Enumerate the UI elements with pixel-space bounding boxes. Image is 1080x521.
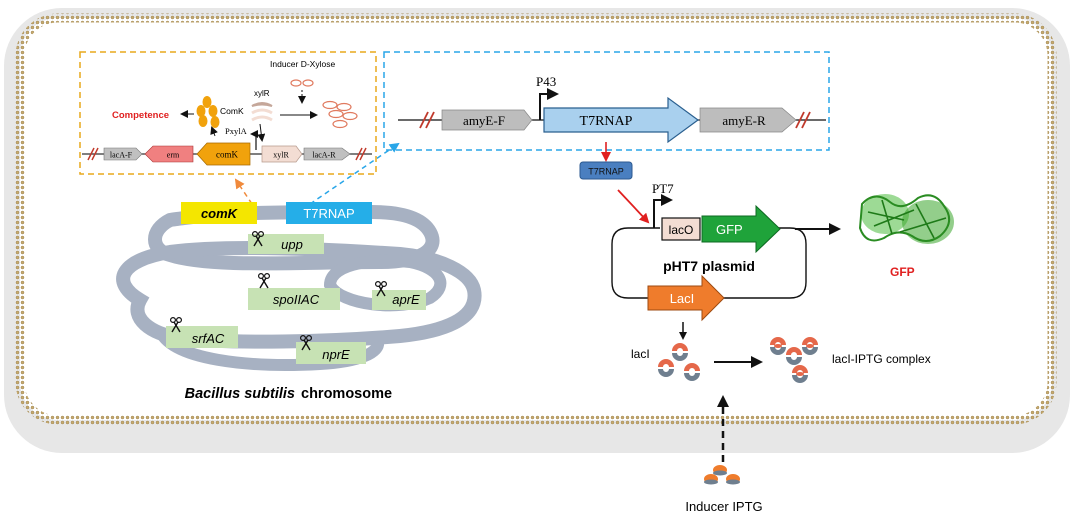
xylose-molecules (290, 79, 358, 129)
gfp-gene-label: GFP (716, 222, 743, 237)
laca-f-gene (103, 147, 143, 161)
xylr-gene-label: xylR (273, 151, 289, 160)
laca-r-gene (303, 147, 351, 161)
inset-comk-cassette: lacA-F erm comK xylR lacA-R PxylA ComK C… (79, 51, 377, 175)
laca-f-label: lacA-F (110, 151, 133, 160)
iptg-molecules (704, 465, 740, 485)
comk-gene (196, 142, 251, 166)
laci-protein-label: lacI (631, 347, 650, 361)
locus-npre-box (296, 342, 366, 364)
locus-npre-label: nprE (322, 347, 350, 362)
laci-gene (647, 274, 725, 322)
t7rnap-gene (543, 96, 700, 144)
t7rnap-binds-pt7-arrow (617, 189, 650, 224)
comk-protein-label: ComK (220, 106, 244, 116)
gfp-gene (701, 204, 781, 254)
chromosome-caption-rest: chromosome (301, 386, 392, 402)
p43-label: P43 (536, 74, 556, 89)
locus-upp-label: upp (281, 237, 303, 252)
amye-r-gene (699, 107, 797, 133)
laci-gene-label: LacI (670, 291, 695, 306)
pt7-label: PT7 (652, 181, 674, 196)
locus-srfac-box (166, 326, 238, 348)
locus-apre-label: aprE (392, 292, 420, 307)
t7rnap-gene-label: T7RNAP (580, 114, 633, 129)
plasmid-name-label: pHT7 plasmid (663, 258, 755, 274)
pt7-promoter-arrow (653, 194, 673, 228)
pht7-plasmid: PT7 lacO GFP pHT7 plasmid LacI (611, 181, 807, 322)
locus-spoiiac-box (248, 288, 340, 310)
locus-upp-box (248, 234, 324, 254)
laco-box (661, 217, 701, 241)
pxyla-label: PxylA (225, 126, 248, 136)
comk-to-inset-connector (234, 178, 253, 205)
pxyla-promoter-arrow (250, 130, 258, 150)
erm-gene (144, 145, 194, 163)
chromosome-comk-segment (181, 202, 257, 224)
chromosome-t7rnap-label: T7RNAP (303, 206, 354, 221)
laca-r-label: lacA-R (312, 151, 336, 160)
inducer-iptg-label: Inducer IPTG (685, 499, 762, 514)
locus-spoiiac-label: spoIIAC (273, 292, 320, 307)
laco-label: lacO (669, 223, 694, 237)
xylr-gene (261, 145, 303, 163)
erm-label: erm (167, 151, 180, 160)
t7rnap-protein-box (579, 161, 633, 180)
amye-r-label: amyE-R (722, 113, 766, 128)
inset-t7rnap-cassette: amyE-F T7RNAP amyE-R P43 (383, 51, 830, 151)
gfp-product-label: GFP (890, 265, 915, 279)
t7rnap-protein-label: T7RNAP (588, 167, 624, 177)
chromosome-comk-label: comK (201, 206, 239, 221)
xylr-protein-label: xylR (254, 89, 270, 98)
amye-f-label: amyE-F (463, 113, 505, 128)
chromosome-caption-species: Bacillus subtilis (185, 386, 295, 402)
chromosome-t7rnap-segment (286, 202, 372, 224)
amye-f-gene (441, 109, 533, 131)
xylr-protein (251, 102, 273, 122)
p43-promoter-arrow (539, 88, 559, 120)
laci-iptg-complex (770, 337, 818, 383)
complex-label: lacI-IPTG complex (832, 352, 931, 366)
inducer-xylose-label: Inducer D-Xylose (270, 59, 335, 69)
comk-protein-cluster (196, 96, 220, 128)
gfp-protein-structure (858, 194, 954, 244)
competence-label: Competence (112, 110, 169, 121)
locus-srfac-label: srfAC (192, 331, 225, 346)
locus-apre-box (372, 290, 426, 310)
comk-gene-label: comK (216, 150, 238, 160)
